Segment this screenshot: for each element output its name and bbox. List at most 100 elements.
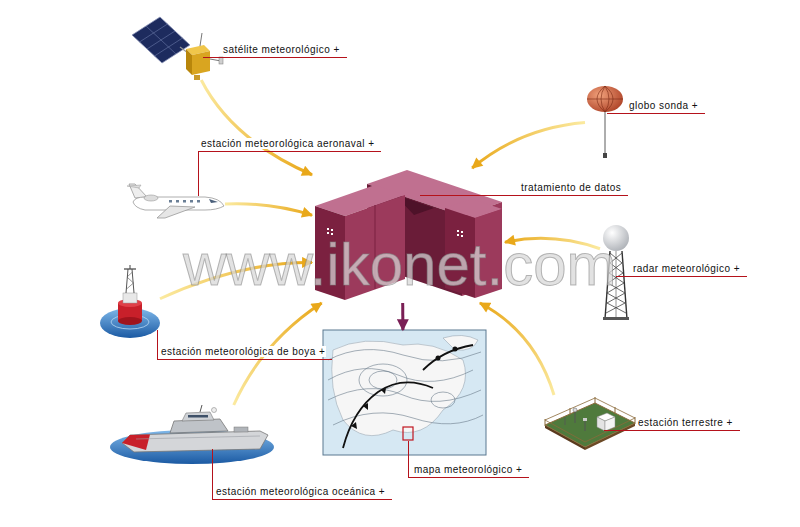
part-label: estación meteorológica oceánica + — [215, 486, 386, 497]
ship-drawing — [136, 436, 260, 439]
watermark: www.ikonet.com — [183, 230, 616, 300]
station-node: globo sonda + — [585, 85, 625, 160]
leader-line — [157, 330, 158, 359]
aircraft-drawing — [183, 200, 186, 203]
weather-map-drawing — [369, 371, 397, 389]
part-label: tratamiento de datos — [520, 182, 622, 193]
satellite-drawing — [186, 49, 192, 75]
leader-underline: estación terrestre + — [604, 417, 740, 431]
leader-underline: globo sonda + — [607, 100, 705, 114]
weather-map-drawing — [332, 341, 466, 436]
weather-map-drawing — [351, 422, 357, 429]
part-label: radar meteorológico + — [632, 263, 741, 274]
weather-map-drawing — [403, 427, 413, 440]
buoy-drawing — [118, 317, 142, 325]
leader-underline: estación meteorológica oceánica + — [212, 486, 392, 500]
radar-drawing — [622, 251, 627, 319]
weather-map-drawing — [328, 350, 481, 361]
land-station-drawing — [545, 418, 635, 442]
land-station-drawing — [583, 418, 587, 421]
ship-drawing — [212, 408, 217, 413]
station-node: estación meteorológica aeronaval + — [125, 180, 225, 220]
land-station-drawing — [575, 411, 576, 423]
aircraft-drawing — [197, 200, 200, 203]
station-node: estación meteorológica oceánica + — [110, 405, 275, 465]
weather-map-drawing — [328, 369, 473, 382]
part-label: estación terrestre + — [637, 417, 734, 428]
data-flow-arrow — [480, 303, 554, 395]
weather-map-drawing — [381, 388, 386, 394]
weather-map-drawing — [343, 382, 433, 448]
satellite-drawing — [132, 17, 190, 63]
buoy-drawing — [132, 269, 134, 293]
part-label: satélite meteorológico + — [222, 44, 341, 55]
leader-line — [408, 441, 409, 477]
satellite-drawing — [132, 17, 223, 80]
land-station-drawing — [585, 421, 586, 431]
weather-map-drawing — [323, 330, 486, 455]
satellite-drawing — [219, 57, 223, 64]
buoy-drawing — [126, 269, 128, 293]
ship-drawing — [122, 435, 150, 451]
weather-map-drawing — [436, 356, 441, 361]
weather-map-drawing — [363, 403, 368, 410]
ship-drawing — [234, 427, 248, 432]
radar-drawing — [603, 317, 629, 320]
aircraft-drawing — [209, 199, 218, 203]
balloon-drawing — [605, 112, 606, 153]
part-label: globo sonda + — [628, 100, 699, 111]
land-station-drawing — [595, 397, 596, 404]
weather-map-drawing — [328, 389, 481, 402]
weather-map-drawing — [431, 392, 455, 408]
buoy-drawing — [100, 265, 160, 338]
balloon-drawing — [587, 86, 623, 112]
ship-drawing — [182, 412, 214, 421]
buoy-drawing — [130, 265, 131, 269]
computer-drawing — [327, 228, 329, 230]
weather-map-drawing — [359, 364, 407, 396]
data-flow-arrow — [472, 123, 585, 169]
computer-drawing — [331, 229, 333, 231]
leader-underline: mapa meteorológico + — [408, 464, 529, 478]
leader-line — [198, 151, 199, 196]
aircraft-drawing — [127, 184, 224, 218]
land-station-drawing — [570, 408, 571, 415]
satellite-drawing — [194, 75, 200, 80]
aircraft-drawing — [190, 200, 193, 203]
leader-line — [158, 151, 409, 499]
ship-drawing — [188, 415, 208, 418]
satellite-drawing — [192, 51, 210, 75]
aircraft-drawing — [157, 206, 195, 218]
land-station-drawing — [545, 403, 635, 447]
part-label: estación meteorológica aeronaval + — [200, 138, 375, 149]
aircraft-drawing — [127, 185, 141, 188]
land-station-drawing — [605, 417, 615, 431]
ship-drawing — [200, 405, 202, 412]
land-station-drawing — [545, 423, 635, 447]
leader-line — [212, 449, 213, 499]
leader-underline: radar meteorológico + — [616, 263, 747, 277]
ship-drawing — [170, 419, 228, 433]
buoy-drawing — [127, 272, 134, 289]
leader-underline: satélite meteorológico + — [203, 44, 347, 58]
satellite-drawing — [200, 33, 202, 46]
data-flow-arrow — [225, 204, 312, 216]
aircraft-drawing — [169, 200, 172, 203]
buoy-drawing — [123, 293, 137, 303]
land-station-drawing — [565, 417, 566, 425]
aircraft-drawing — [144, 195, 158, 201]
balloon-drawing — [603, 153, 607, 158]
part-label: mapa meteorológico + — [413, 464, 523, 475]
part-label: estación meteorológica de boya + — [160, 346, 326, 357]
balloon-drawing — [587, 86, 623, 158]
station-node: mapa meteorológico + — [323, 330, 486, 455]
aircraft-drawing — [176, 200, 179, 203]
buoy-drawing — [111, 315, 149, 329]
station-node: estación meteorológica de boya + — [100, 265, 160, 340]
ship-drawing — [110, 430, 274, 464]
leader-underline: estación meteorológica de boya + — [157, 346, 332, 360]
land-station-drawing — [545, 397, 635, 450]
data-flow-arrow — [401, 303, 404, 330]
weather-map-drawing — [453, 347, 458, 352]
